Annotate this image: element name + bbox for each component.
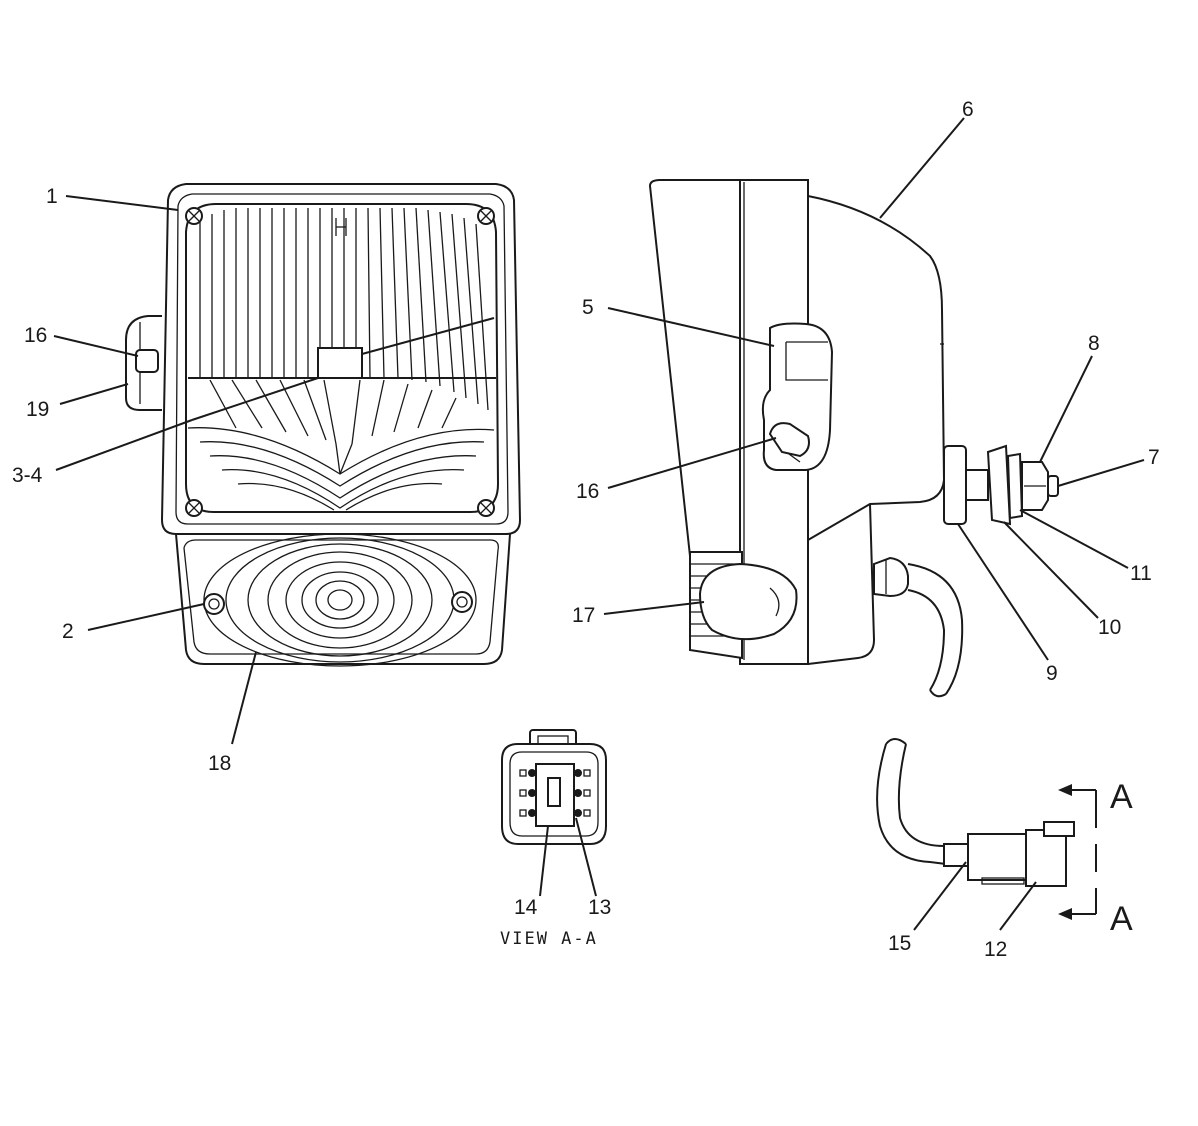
callout-numbers: 1 16 19 3-4 2 18 5 16 17 6 8 7 11 10 9 1… bbox=[12, 98, 1160, 961]
callout-14: 14 bbox=[514, 896, 538, 919]
callout-8: 8 bbox=[1088, 332, 1100, 355]
side-view-lamp bbox=[648, 179, 1059, 698]
callout-6: 6 bbox=[962, 98, 974, 121]
connector-pins bbox=[519, 769, 591, 817]
callout-7: 7 bbox=[1148, 446, 1160, 469]
callout-17: 17 bbox=[572, 604, 595, 627]
callout-3-4: 3-4 bbox=[12, 464, 43, 487]
lens-screws bbox=[185, 207, 495, 517]
callout-1: 1 bbox=[46, 185, 58, 208]
section-marker-top: A bbox=[1110, 778, 1133, 816]
bulb-window bbox=[317, 347, 363, 379]
callout-15: 15 bbox=[888, 932, 911, 955]
callout-5: 5 bbox=[582, 296, 594, 319]
indicator-lens-rings bbox=[203, 533, 477, 667]
callout-18: 18 bbox=[208, 752, 231, 775]
callout-9: 9 bbox=[1046, 662, 1058, 685]
mount-washer-11 bbox=[1006, 452, 1024, 520]
lens-ribs bbox=[199, 207, 489, 445]
view-a-a-caption: VIEW A-A bbox=[500, 929, 598, 949]
callout-10: 10 bbox=[1098, 616, 1121, 639]
mount-washer-10 bbox=[986, 444, 1012, 526]
cable-connector-assembly bbox=[876, 738, 1097, 920]
callout-2: 2 bbox=[62, 620, 74, 643]
adjuster-knob-17 bbox=[698, 562, 798, 641]
indicator-screw-right bbox=[451, 591, 473, 613]
section-marker-bottom: A bbox=[1110, 900, 1133, 938]
callout-16-side: 16 bbox=[576, 480, 599, 503]
indicator-screw-left bbox=[203, 593, 225, 615]
callout-19: 19 bbox=[26, 398, 49, 421]
lens-mark bbox=[335, 218, 347, 236]
callout-11: 11 bbox=[1130, 562, 1152, 585]
connector-view-a-a bbox=[501, 729, 607, 845]
callout-12: 12 bbox=[984, 938, 1007, 961]
callout-16-front: 16 bbox=[24, 324, 47, 347]
callout-13: 13 bbox=[588, 896, 611, 919]
mount-bolt-7 bbox=[1047, 475, 1059, 497]
mount-washer-9 bbox=[943, 445, 967, 525]
leader-lines bbox=[53, 117, 1145, 931]
lens-chevrons bbox=[187, 427, 495, 511]
front-view-lamp bbox=[125, 183, 522, 667]
